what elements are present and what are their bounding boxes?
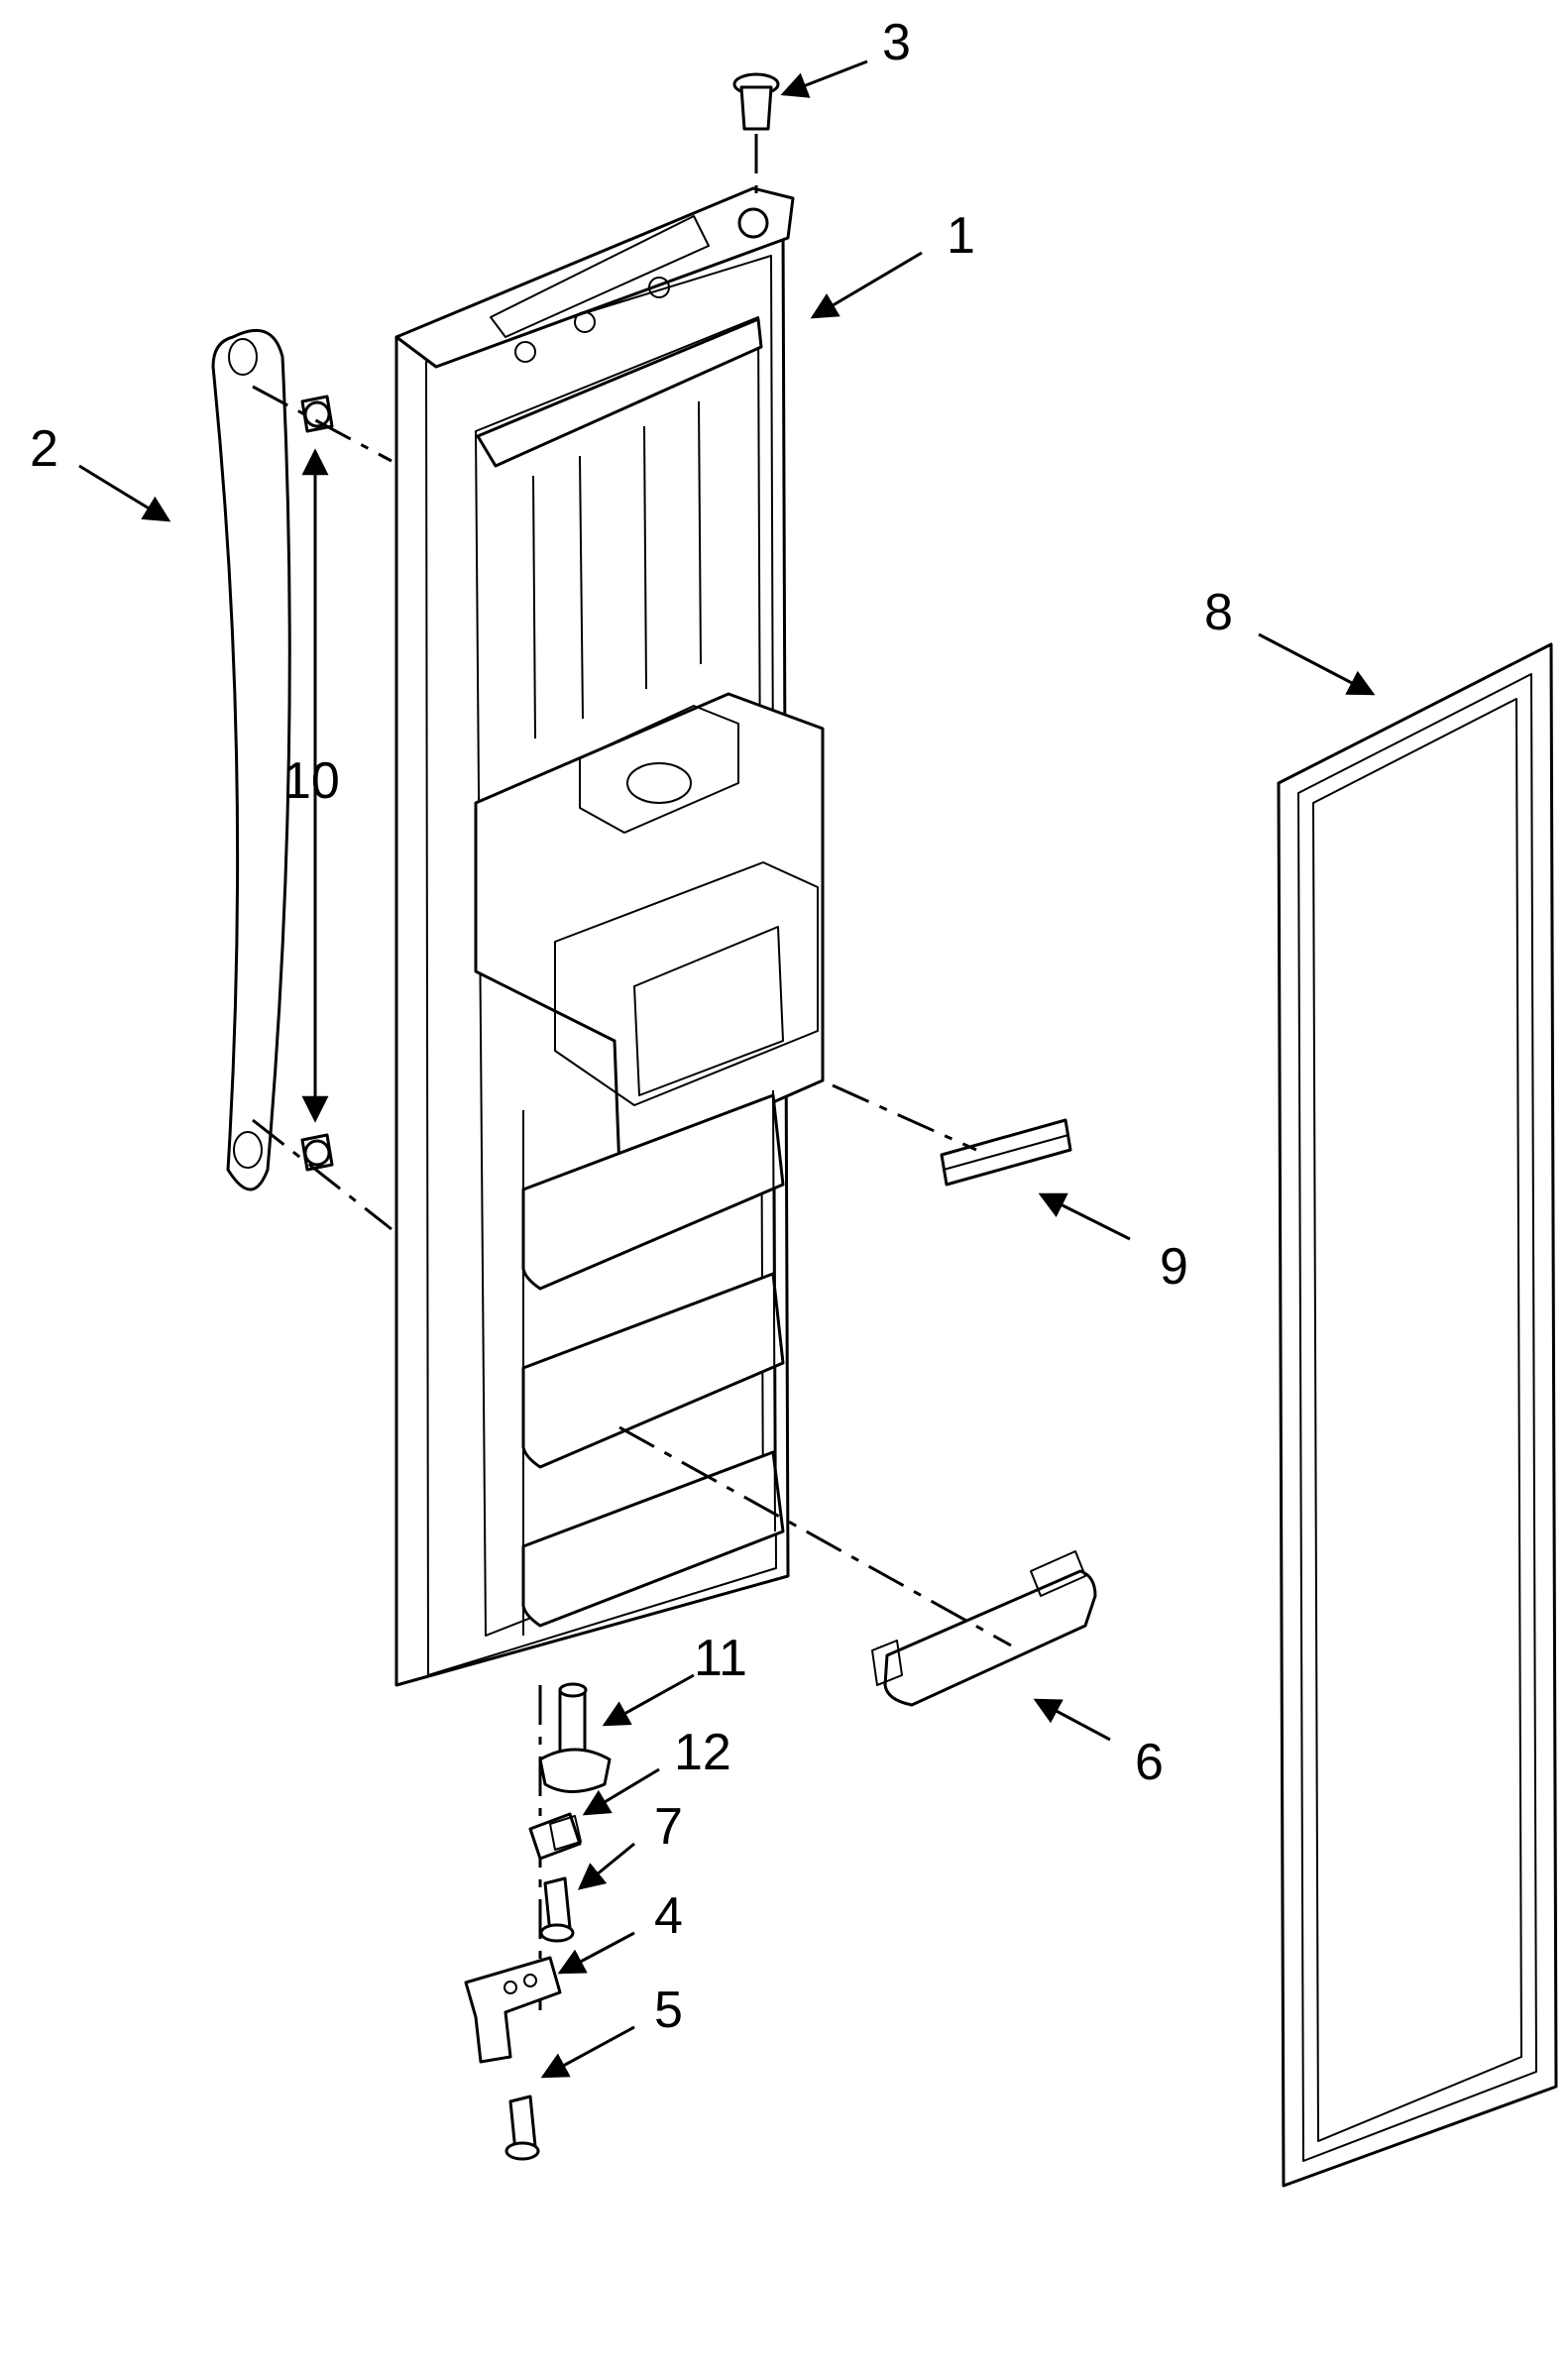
dispenser-recess	[554, 861, 819, 1106]
hinge-cam	[528, 1812, 582, 1861]
callout-1-arrow	[810, 251, 923, 319]
handle-top-hole	[228, 338, 258, 376]
callout-5: 5	[654, 1982, 683, 2039]
callout-7: 7	[654, 1798, 683, 1856]
liner-top-ledge	[476, 317, 763, 468]
trim-strip	[940, 1118, 1072, 1187]
door-top-screw-3	[648, 277, 670, 298]
stud-bottom-leader	[252, 1118, 392, 1231]
dispenser-inner	[633, 926, 784, 1096]
door-hinge-hole	[737, 207, 769, 239]
liner-rib-4	[698, 400, 702, 665]
door-top-handle-recess	[490, 215, 710, 338]
callout-11: 11	[694, 1630, 747, 1687]
callout-2-arrow	[78, 464, 171, 522]
callout-8: 8	[1204, 584, 1233, 641]
door-top-screw-2	[574, 311, 596, 333]
ice-chute-opening	[579, 705, 739, 834]
handle-stud-bottom	[300, 1133, 334, 1172]
callout-9: 9	[1160, 1238, 1188, 1296]
callout-12: 12	[674, 1724, 731, 1781]
callout-12-arrow	[582, 1767, 660, 1816]
handle-bottom-hole	[233, 1131, 263, 1169]
door-handle	[211, 328, 291, 1191]
door-inner-edge	[425, 255, 777, 1676]
callout-8-arrow	[1258, 632, 1376, 696]
callout-7-arrow	[577, 1842, 635, 1890]
door-top-edge	[394, 186, 795, 369]
callout-5-arrow	[540, 2025, 635, 2079]
hinge-pin	[538, 1682, 612, 1793]
callout-2: 2	[30, 420, 58, 478]
callout-3: 3	[882, 14, 911, 71]
hinge-screw-7	[539, 1876, 575, 1943]
bottom-hinge-bracket	[464, 1956, 562, 2064]
callout-4: 4	[654, 1887, 683, 1945]
callout-6-arrow	[1033, 1698, 1111, 1742]
handle-stud-top	[300, 395, 334, 433]
trim-strip-leader	[832, 1083, 977, 1152]
liner-rib-3	[643, 425, 647, 690]
liner-rib-1	[532, 475, 536, 739]
liner-rib-2	[579, 455, 584, 720]
callout-6: 6	[1135, 1734, 1164, 1791]
door-top-screw-1	[514, 341, 536, 363]
callout-1: 1	[947, 207, 975, 265]
bottom-door-bin	[871, 1550, 1097, 1707]
callout-9-arrow	[1038, 1192, 1131, 1241]
shelf-side-rail-right	[772, 1089, 776, 1532]
ice-chute-hole	[626, 762, 692, 804]
hinge-screw-5	[504, 2095, 540, 2161]
stud-top-leader	[252, 385, 392, 463]
door-assembly	[394, 186, 825, 1687]
callout-11-arrow	[602, 1673, 695, 1727]
door-gasket	[1277, 642, 1558, 2188]
top-hinge-bushing	[732, 72, 780, 203]
callout-10: 10	[282, 752, 340, 810]
callout-4-arrow	[557, 1931, 635, 1975]
callout-3-arrow	[780, 59, 868, 98]
bin-leader	[618, 1425, 1012, 1647]
